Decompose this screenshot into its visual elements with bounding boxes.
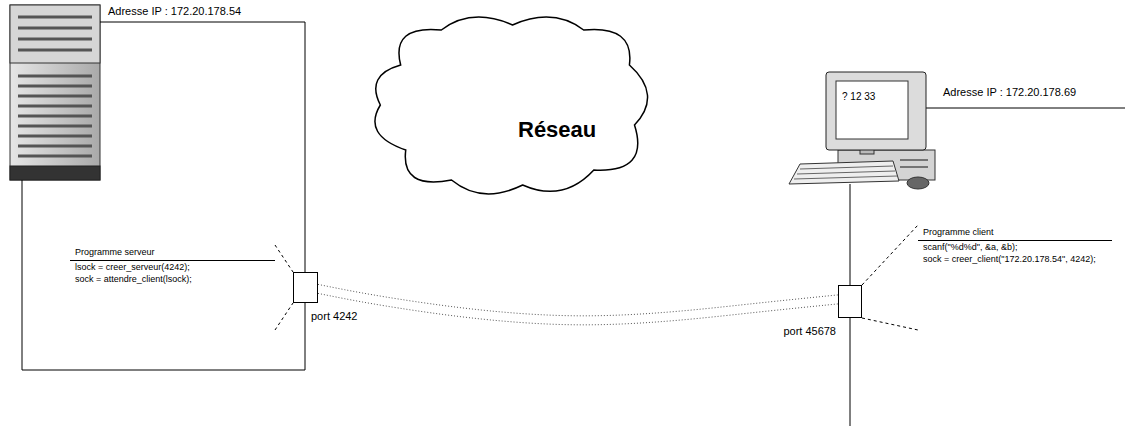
port-binding [862, 225, 918, 330]
screen [836, 81, 908, 139]
port-box: port 45678 [838, 285, 862, 318]
code-line: sock = attendre_client(lsock); [70, 273, 275, 285]
dashed-link [275, 303, 293, 330]
cloud-shape [375, 17, 648, 194]
code-line: sock = creer_client("172.20.178.54", 424… [918, 253, 1112, 265]
program-title: Programme serveur [70, 245, 275, 261]
socket-connection [318, 284, 838, 324]
cloud-title: Réseau [518, 117, 596, 143]
server-top-bay [10, 5, 100, 63]
server-wire [100, 22, 305, 275]
port-label: port 45678 [783, 325, 836, 337]
cloud-outline [360, 5, 665, 205]
server-case [10, 5, 100, 180]
code-line: lsock = creer_serveur(4242); [70, 261, 275, 273]
server-wire [22, 180, 305, 370]
code-line: scanf("%d%d", &a, &b); [918, 241, 1112, 253]
dashed-link [862, 318, 918, 330]
port-binding [275, 245, 293, 330]
dashed-link [275, 245, 293, 272]
program-box: Programme clientscanf("%d%d", &a, &b);so… [918, 225, 1112, 330]
mouse [907, 177, 929, 189]
port-label: port 4242 [311, 310, 357, 322]
dotted-link [318, 284, 838, 315]
keyboard-keys [794, 166, 897, 179]
dotted-link [318, 293, 838, 324]
keyboard [789, 161, 899, 184]
port-box: port 4242 [293, 272, 318, 303]
ip-address: Adresse IP : 172.20.178.54 [108, 5, 241, 17]
program-box: Programme serveurlsock = creer_serveur(4… [70, 245, 275, 330]
screen-text: ? 12 33 [842, 91, 875, 102]
server-slots [18, 17, 92, 156]
server-tower [10, 5, 100, 180]
program-title: Programme client [918, 225, 1112, 241]
ip-address: Adresse IP : 172.20.178.69 [943, 86, 1076, 98]
network-cloud: Réseau [360, 5, 665, 205]
client-computer [789, 72, 1125, 426]
client-wire [926, 108, 1125, 109]
monitor [826, 72, 926, 150]
dashed-link [862, 225, 918, 285]
server-base [10, 166, 100, 180]
